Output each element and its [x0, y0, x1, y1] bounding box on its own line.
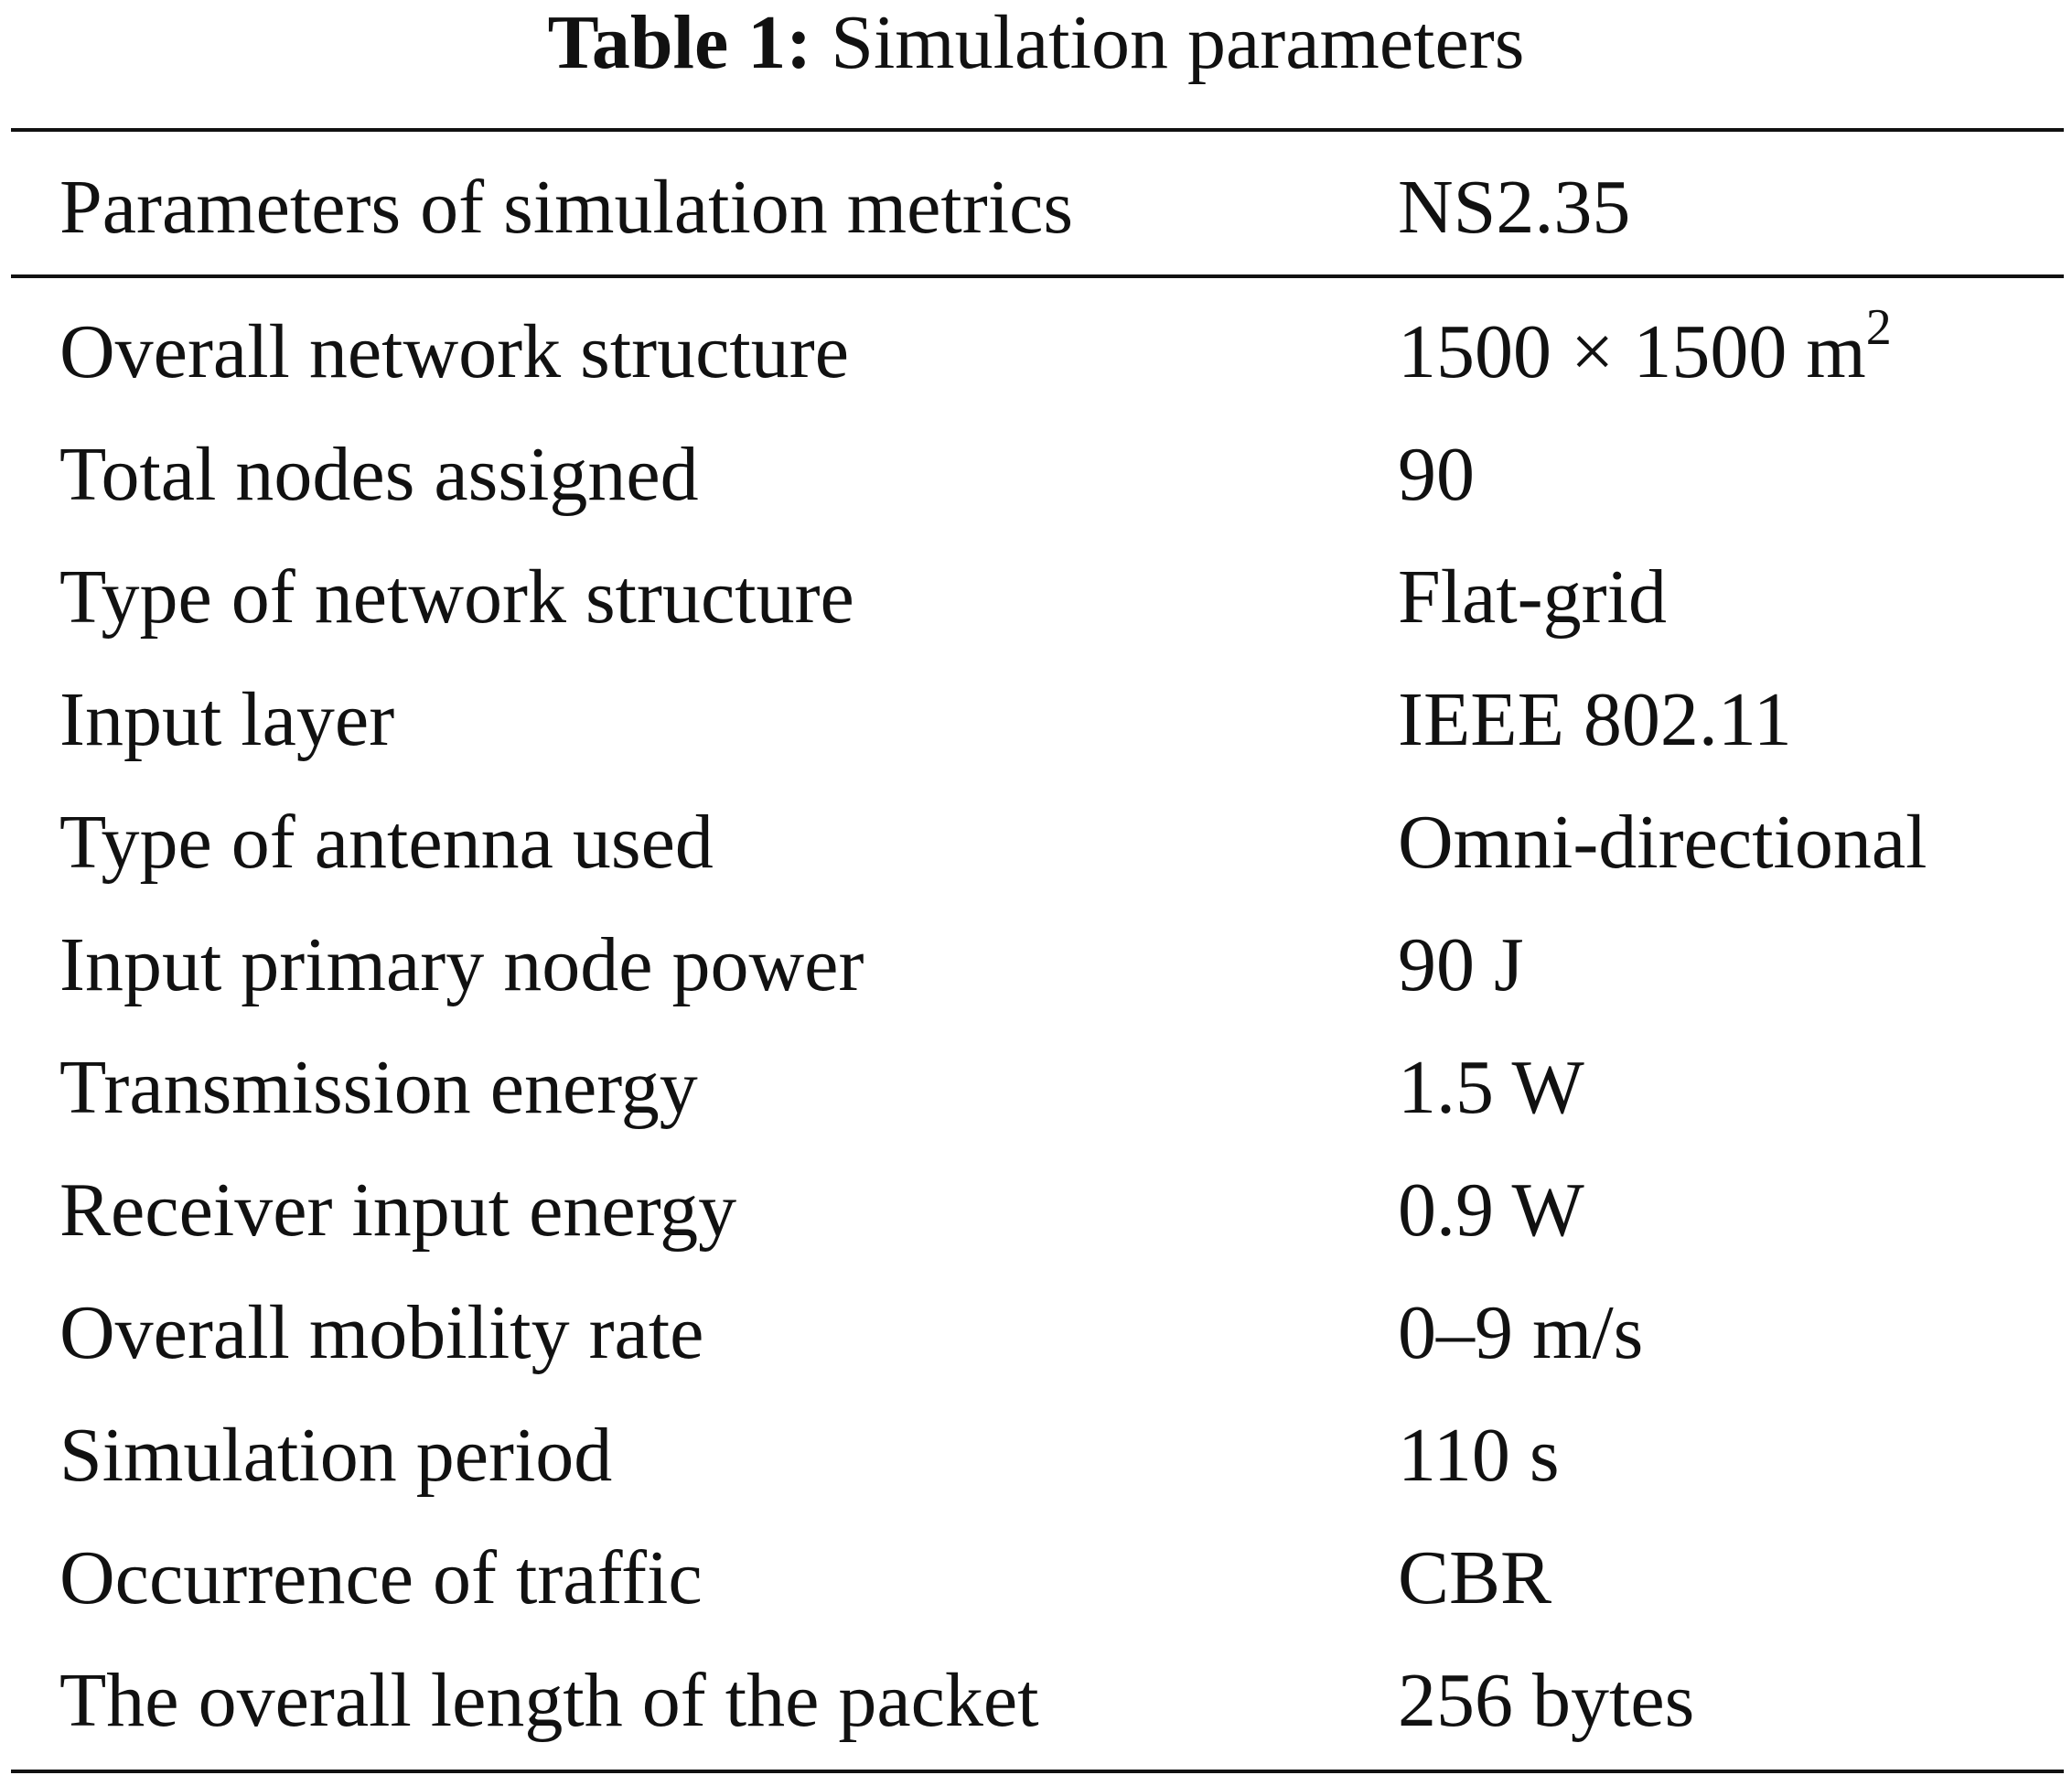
table-row: The overall length of the packet 256 byt…	[0, 1640, 2072, 1762]
table-row: Input primary node power 90 J	[0, 904, 2072, 1027]
row-value: 90	[1398, 432, 1475, 517]
row-value: Flat-grid	[1398, 554, 1667, 640]
table-caption-title: Simulation parameters	[831, 0, 1525, 85]
row-value: 256 bytes	[1398, 1658, 1695, 1743]
table-row: Receiver input energy 0.9 W	[0, 1149, 2072, 1272]
table-caption-label: Table 1:	[547, 0, 812, 85]
header-param: Parameters of simulation metrics	[59, 165, 1074, 250]
row-param: Total nodes assigned	[59, 432, 699, 517]
table-caption: Table 1: Simulation parameters	[0, 0, 2072, 91]
header-value: NS2.35	[1398, 165, 1631, 250]
row-param: The overall length of the packet	[59, 1658, 1039, 1743]
row-value: 110 s	[1398, 1413, 1560, 1498]
row-value: 1500 × 1500 m2	[1398, 291, 1892, 414]
row-param: Receiver input energy	[59, 1167, 737, 1253]
row-param: Input primary node power	[59, 922, 864, 1007]
row-value: Omni-directional	[1398, 800, 1927, 885]
table-row: Total nodes assigned 90	[0, 414, 2072, 536]
row-value: IEEE 802.11	[1398, 677, 1792, 762]
table-row: Input layer IEEE 802.11	[0, 659, 2072, 781]
table-row: Simulation period 110 s	[0, 1394, 2072, 1517]
table-bottom-rule	[11, 1770, 2064, 1773]
row-value-text: 1500 × 1500 m	[1398, 309, 1866, 394]
row-param: Overall network structure	[59, 309, 850, 394]
table-row: Type of network structure Flat-grid	[0, 536, 2072, 659]
row-param: Type of network structure	[59, 554, 854, 640]
table-row: Overall mobility rate 0–9 m/s	[0, 1272, 2072, 1394]
row-value: 0–9 m/s	[1398, 1290, 1644, 1375]
row-param: Occurrence of traffic	[59, 1535, 703, 1620]
row-value: 0.9 W	[1398, 1167, 1584, 1253]
row-param: Overall mobility rate	[59, 1290, 704, 1375]
table-header-row: Parameters of simulation metrics NS2.35	[0, 144, 2072, 272]
table-row: Occurrence of traffic CBR	[0, 1517, 2072, 1640]
table-row: Type of antenna used Omni-directional	[0, 781, 2072, 904]
row-value: 1.5 W	[1398, 1045, 1584, 1130]
table-row: Transmission energy 1.5 W	[0, 1027, 2072, 1149]
row-param: Input layer	[59, 677, 395, 762]
table-header-rule	[11, 274, 2064, 278]
row-param: Simulation period	[59, 1413, 613, 1498]
row-value: 90 J	[1398, 922, 1524, 1007]
row-param: Transmission energy	[59, 1045, 698, 1130]
table-top-rule	[11, 128, 2064, 132]
row-param: Type of antenna used	[59, 800, 714, 885]
table-row: Overall network structure 1500 × 1500 m2	[0, 291, 2072, 414]
row-value: CBR	[1398, 1535, 1552, 1620]
row-value-superscript: 2	[1865, 299, 1892, 356]
